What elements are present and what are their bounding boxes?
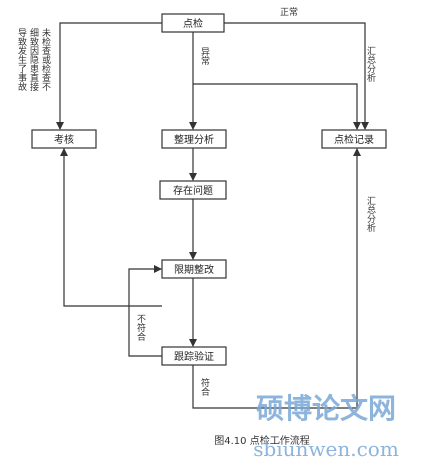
watermark-url: sbiunwen.com (253, 437, 399, 461)
watermark-title: 硕博论文网 (256, 392, 396, 425)
label-accident-col1: 未检查或检查不 (40, 27, 51, 92)
label-abnormal: 异常 (199, 47, 210, 66)
watermark: 硕博论文网 sbiunwen.com (253, 392, 399, 461)
edge-conform-to-record (192, 148, 361, 409)
label-not-conform: 不符合 (135, 314, 146, 342)
edge-normal-to-record (224, 22, 369, 130)
label-summary-top: 汇总分析 (365, 46, 376, 83)
label-conform: 符合 (199, 377, 210, 397)
node-inspection-label: 点检 (183, 17, 203, 30)
label-summary-mid: 汇总分析 (365, 196, 376, 233)
node-rectify-label: 限期整改 (174, 263, 214, 276)
node-problem: 存在问题 (159, 180, 227, 200)
edge-notconform-loop (128, 265, 162, 357)
node-rectify: 限期整改 (161, 259, 227, 279)
node-verify: 跟踪验证 (161, 346, 227, 366)
edge-inspection-assessment (56, 22, 162, 130)
label-accident-col3: 导致发生了事故 (16, 28, 27, 92)
label-normal: 正常 (280, 6, 298, 18)
edge-abnormal-to-record (193, 83, 361, 130)
node-assessment: 考核 (31, 129, 97, 149)
node-problem-label: 存在问题 (173, 184, 213, 197)
figure-caption: 图4.10 点检工作流程 (214, 434, 309, 447)
node-inspection: 点检 (161, 13, 225, 33)
node-analysis: 整理分析 (161, 129, 227, 149)
node-record-label: 点检记录 (334, 133, 374, 146)
label-accident-col2: 细致因隐患直接 (28, 27, 39, 92)
node-assessment-label: 考核 (54, 133, 74, 146)
edge-to-assessment (60, 148, 162, 307)
node-record: 点检记录 (321, 129, 387, 149)
node-verify-label: 跟踪验证 (174, 350, 214, 363)
node-analysis-label: 整理分析 (174, 133, 214, 146)
